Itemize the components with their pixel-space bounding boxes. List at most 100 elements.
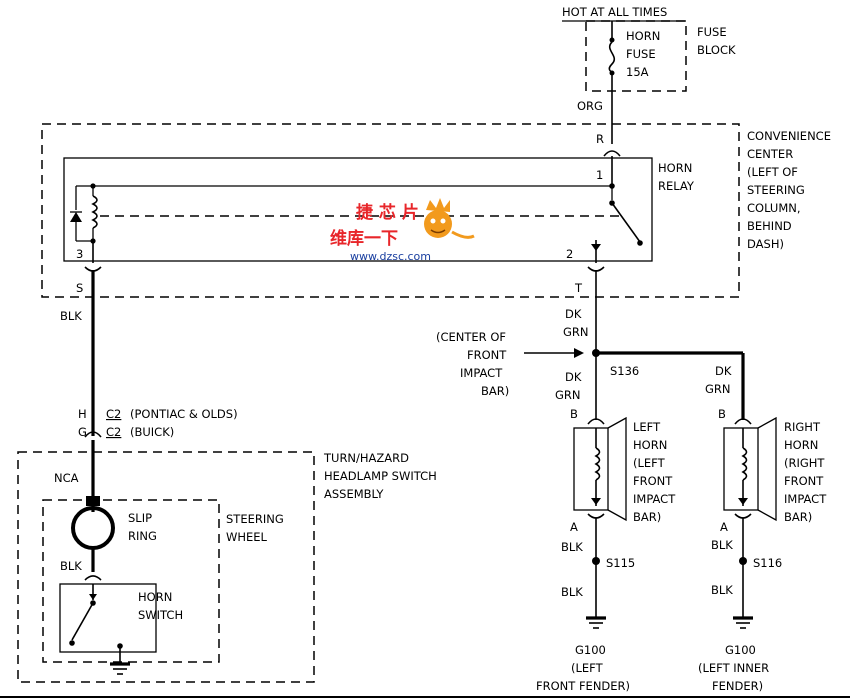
- convenience-center: CONVENIENCE CENTER (LEFT OF STEERING COL…: [41, 123, 831, 298]
- connector-c2: [84, 431, 102, 438]
- g100-left-label-2: FRONT FENDER): [536, 679, 630, 693]
- turn-hazard-label-2: ASSEMBLY: [324, 487, 384, 501]
- right-horn: B A RIGHT HORN (RIGHT FRONT IMPACT BAR) …: [698, 407, 827, 693]
- pin-1-label: 1: [596, 168, 603, 182]
- splice-pointer-icon: [574, 348, 584, 358]
- relay-switch-contact: [637, 240, 643, 246]
- org-wire-label: ORG: [577, 99, 603, 113]
- right-horn-label-1: HORN: [784, 438, 818, 452]
- a-right-label: A: [720, 520, 728, 534]
- watermark-cn-top: 捷 芯 片: [356, 202, 419, 223]
- center-front-label-0: (CENTER OF: [436, 330, 506, 344]
- splice-s115: [592, 557, 600, 565]
- horn-switch-arm: [71, 602, 94, 641]
- center-front-label-3: BAR): [481, 384, 509, 398]
- left-horn-bell-icon: [607, 416, 627, 522]
- turn-hazard-outline: [17, 451, 315, 683]
- fuse-label-1: HORN: [626, 29, 660, 43]
- relay-switch-arm: [611, 202, 641, 243]
- connector-left-a: [587, 513, 605, 519]
- left-horn-body: [573, 427, 609, 511]
- left-horn-label-0: LEFT: [633, 420, 661, 434]
- g100-left-label-1: (LEFT: [571, 661, 604, 675]
- nca-label: NCA: [54, 471, 79, 485]
- relay-coil: [91, 195, 98, 229]
- horn-switch-label-2: SWITCH: [138, 608, 183, 622]
- grn-2-label: GRN: [555, 388, 581, 402]
- right-horn-label-2: (RIGHT: [784, 456, 825, 470]
- right-ground-icon: [733, 616, 753, 629]
- pin-t-label: T: [574, 281, 583, 295]
- left-horn-label-3: FRONT: [633, 474, 673, 488]
- blk-horn-switch-wire: BLK H G C2 C2 (PONTIAC & OLDS) (BUICK): [60, 270, 238, 498]
- grn-3-label: GRN: [705, 382, 731, 396]
- center-front-label-1: FRONT: [467, 348, 507, 362]
- horn-switch-arrow-icon: [89, 594, 97, 600]
- g100-right-label-2: FENDER): [712, 679, 763, 693]
- watermark-logo: 捷 芯 片 维库一下 www.dzsc.com: [330, 198, 475, 263]
- dk-1-label: DK: [565, 307, 582, 321]
- right-horn-arrow-icon: [738, 498, 748, 505]
- horn-relay-label-1: HORN: [658, 161, 692, 175]
- fuse-block-label-2: BLOCK: [697, 43, 736, 57]
- s115-label: S115: [606, 556, 635, 570]
- watermark-cn-main: 维库一下: [330, 228, 398, 249]
- horn-switch-contact-a: [69, 640, 75, 646]
- pin-2-label: 2: [566, 247, 573, 261]
- c2-a-label: C2: [106, 407, 121, 421]
- convenience-center-outline: [41, 123, 740, 298]
- dk-grn-feed: DK GRN (CENTER OF FRONT IMPACT BAR) S136…: [436, 270, 745, 420]
- left-horn-label-1: HORN: [633, 438, 667, 452]
- convenience-label-5: BEHIND: [747, 219, 792, 233]
- right-horn-label-3: FRONT: [784, 474, 824, 488]
- blk-r1-label: BLK: [711, 538, 733, 552]
- fuse-terminal-top: [609, 37, 615, 43]
- g100-right-label-1: (LEFT INNER: [698, 661, 769, 675]
- dk-2-label: DK: [565, 370, 582, 384]
- right-horn-bell-icon: [757, 416, 777, 522]
- b-left-label: B: [570, 407, 578, 421]
- horn-switch-ground-icon: [110, 662, 130, 675]
- watermark-mascot-icon: [424, 198, 475, 239]
- pin-g-label: G: [78, 425, 87, 439]
- connector-slip: [84, 575, 102, 581]
- s116-label: S116: [753, 556, 782, 570]
- convenience-label-1: CENTER: [747, 147, 793, 161]
- steering-wheel-outline: [42, 499, 220, 663]
- fuse-block-outline: [585, 20, 687, 92]
- convenience-label-0: CONVENIENCE: [747, 129, 831, 143]
- left-horn-label-2: (LEFT: [633, 456, 666, 470]
- slip-ring-brush: [86, 496, 100, 506]
- fuse-label-2: FUSE: [626, 47, 656, 61]
- fuse-element: [608, 41, 616, 73]
- convenience-label-2: (LEFT OF: [747, 165, 798, 179]
- splice-s116: [739, 557, 747, 565]
- turn-hazard-assembly: TURN/HAZARD HEADLAMP SWITCH ASSEMBLY NCA…: [17, 451, 437, 683]
- slip-ring-label-1: SLIP: [128, 511, 152, 525]
- pin-2-arrow-icon: [591, 244, 601, 251]
- right-horn-coil: [741, 447, 748, 481]
- pontiac-label: (PONTIAC & OLDS): [130, 407, 238, 421]
- right-horn-label-5: BAR): [784, 510, 812, 524]
- connector-r: [603, 150, 621, 157]
- c2-b-label: C2: [106, 425, 121, 439]
- turn-hazard-label-0: TURN/HAZARD: [323, 451, 409, 465]
- blk-r2-label: BLK: [711, 583, 733, 597]
- blk-l2-label: BLK: [561, 585, 583, 599]
- dk-3-label: DK: [715, 364, 732, 378]
- right-horn-label-0: RIGHT: [784, 420, 821, 434]
- blk-main-label: BLK: [60, 309, 82, 323]
- grn-1-label: GRN: [563, 325, 589, 339]
- left-horn-label-4: IMPACT: [633, 492, 676, 506]
- right-horn-label-4: IMPACT: [784, 492, 827, 506]
- steering-label-2: WHEEL: [226, 530, 268, 544]
- watermark-url: www.dzsc.com: [350, 250, 431, 263]
- diode-icon: [70, 212, 82, 222]
- fuse-block-label-1: FUSE: [697, 25, 727, 39]
- fuse-label-3: 15A: [626, 65, 649, 79]
- slip-ring-icon: [71, 506, 115, 550]
- s136-label: S136: [610, 364, 639, 378]
- slip-ring-label-2: RING: [128, 529, 157, 543]
- convenience-label-4: COLUMN,: [747, 201, 801, 215]
